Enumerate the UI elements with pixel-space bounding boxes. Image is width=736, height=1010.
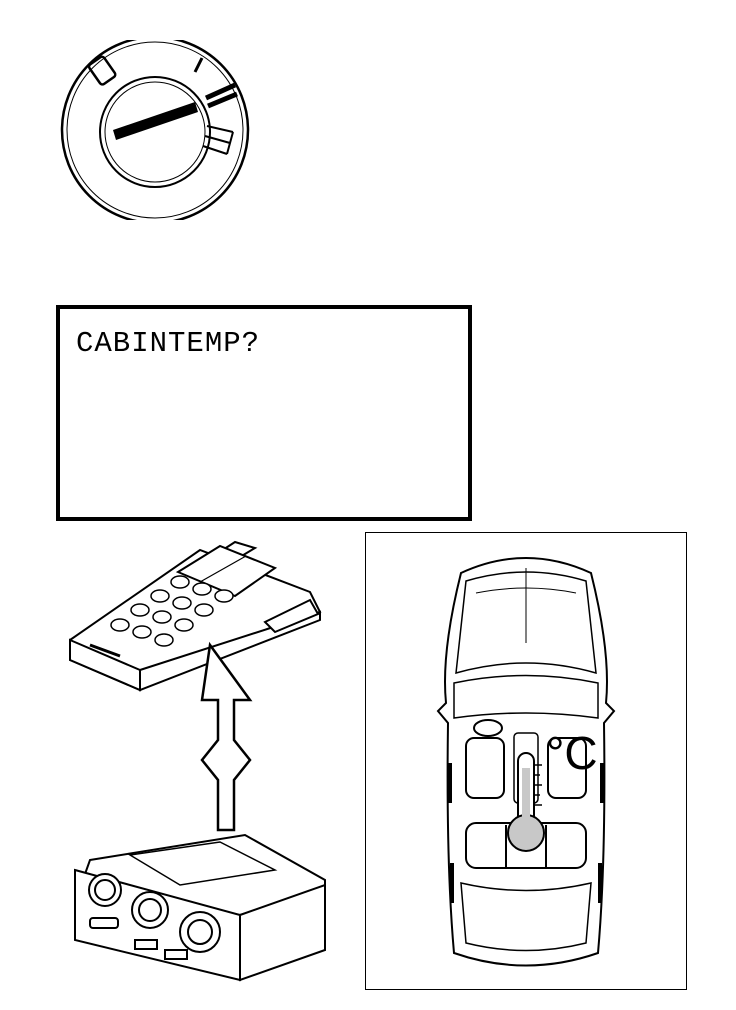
- car-top-view-icon: [436, 557, 616, 967]
- tester-to-climate-illustration: [69, 540, 326, 982]
- position-0-mark: [87, 55, 117, 86]
- tester-display: CABINTEMP?: [56, 305, 472, 521]
- thermometer-icon: [507, 752, 545, 852]
- key-blade: [113, 102, 198, 140]
- car-cabin-panel: °C: [365, 532, 687, 990]
- display-prompt: CABINTEMP?: [76, 327, 261, 360]
- diagnostic-tester-icon: [69, 540, 322, 692]
- climate-control-unit-icon: [74, 833, 326, 982]
- position-3-mark: [202, 125, 234, 155]
- ignition-switch-icon: [60, 40, 250, 220]
- position-1-mark: [193, 57, 204, 73]
- double-arrow-icon: [200, 641, 253, 832]
- temperature-unit-label: °C: [546, 727, 598, 779]
